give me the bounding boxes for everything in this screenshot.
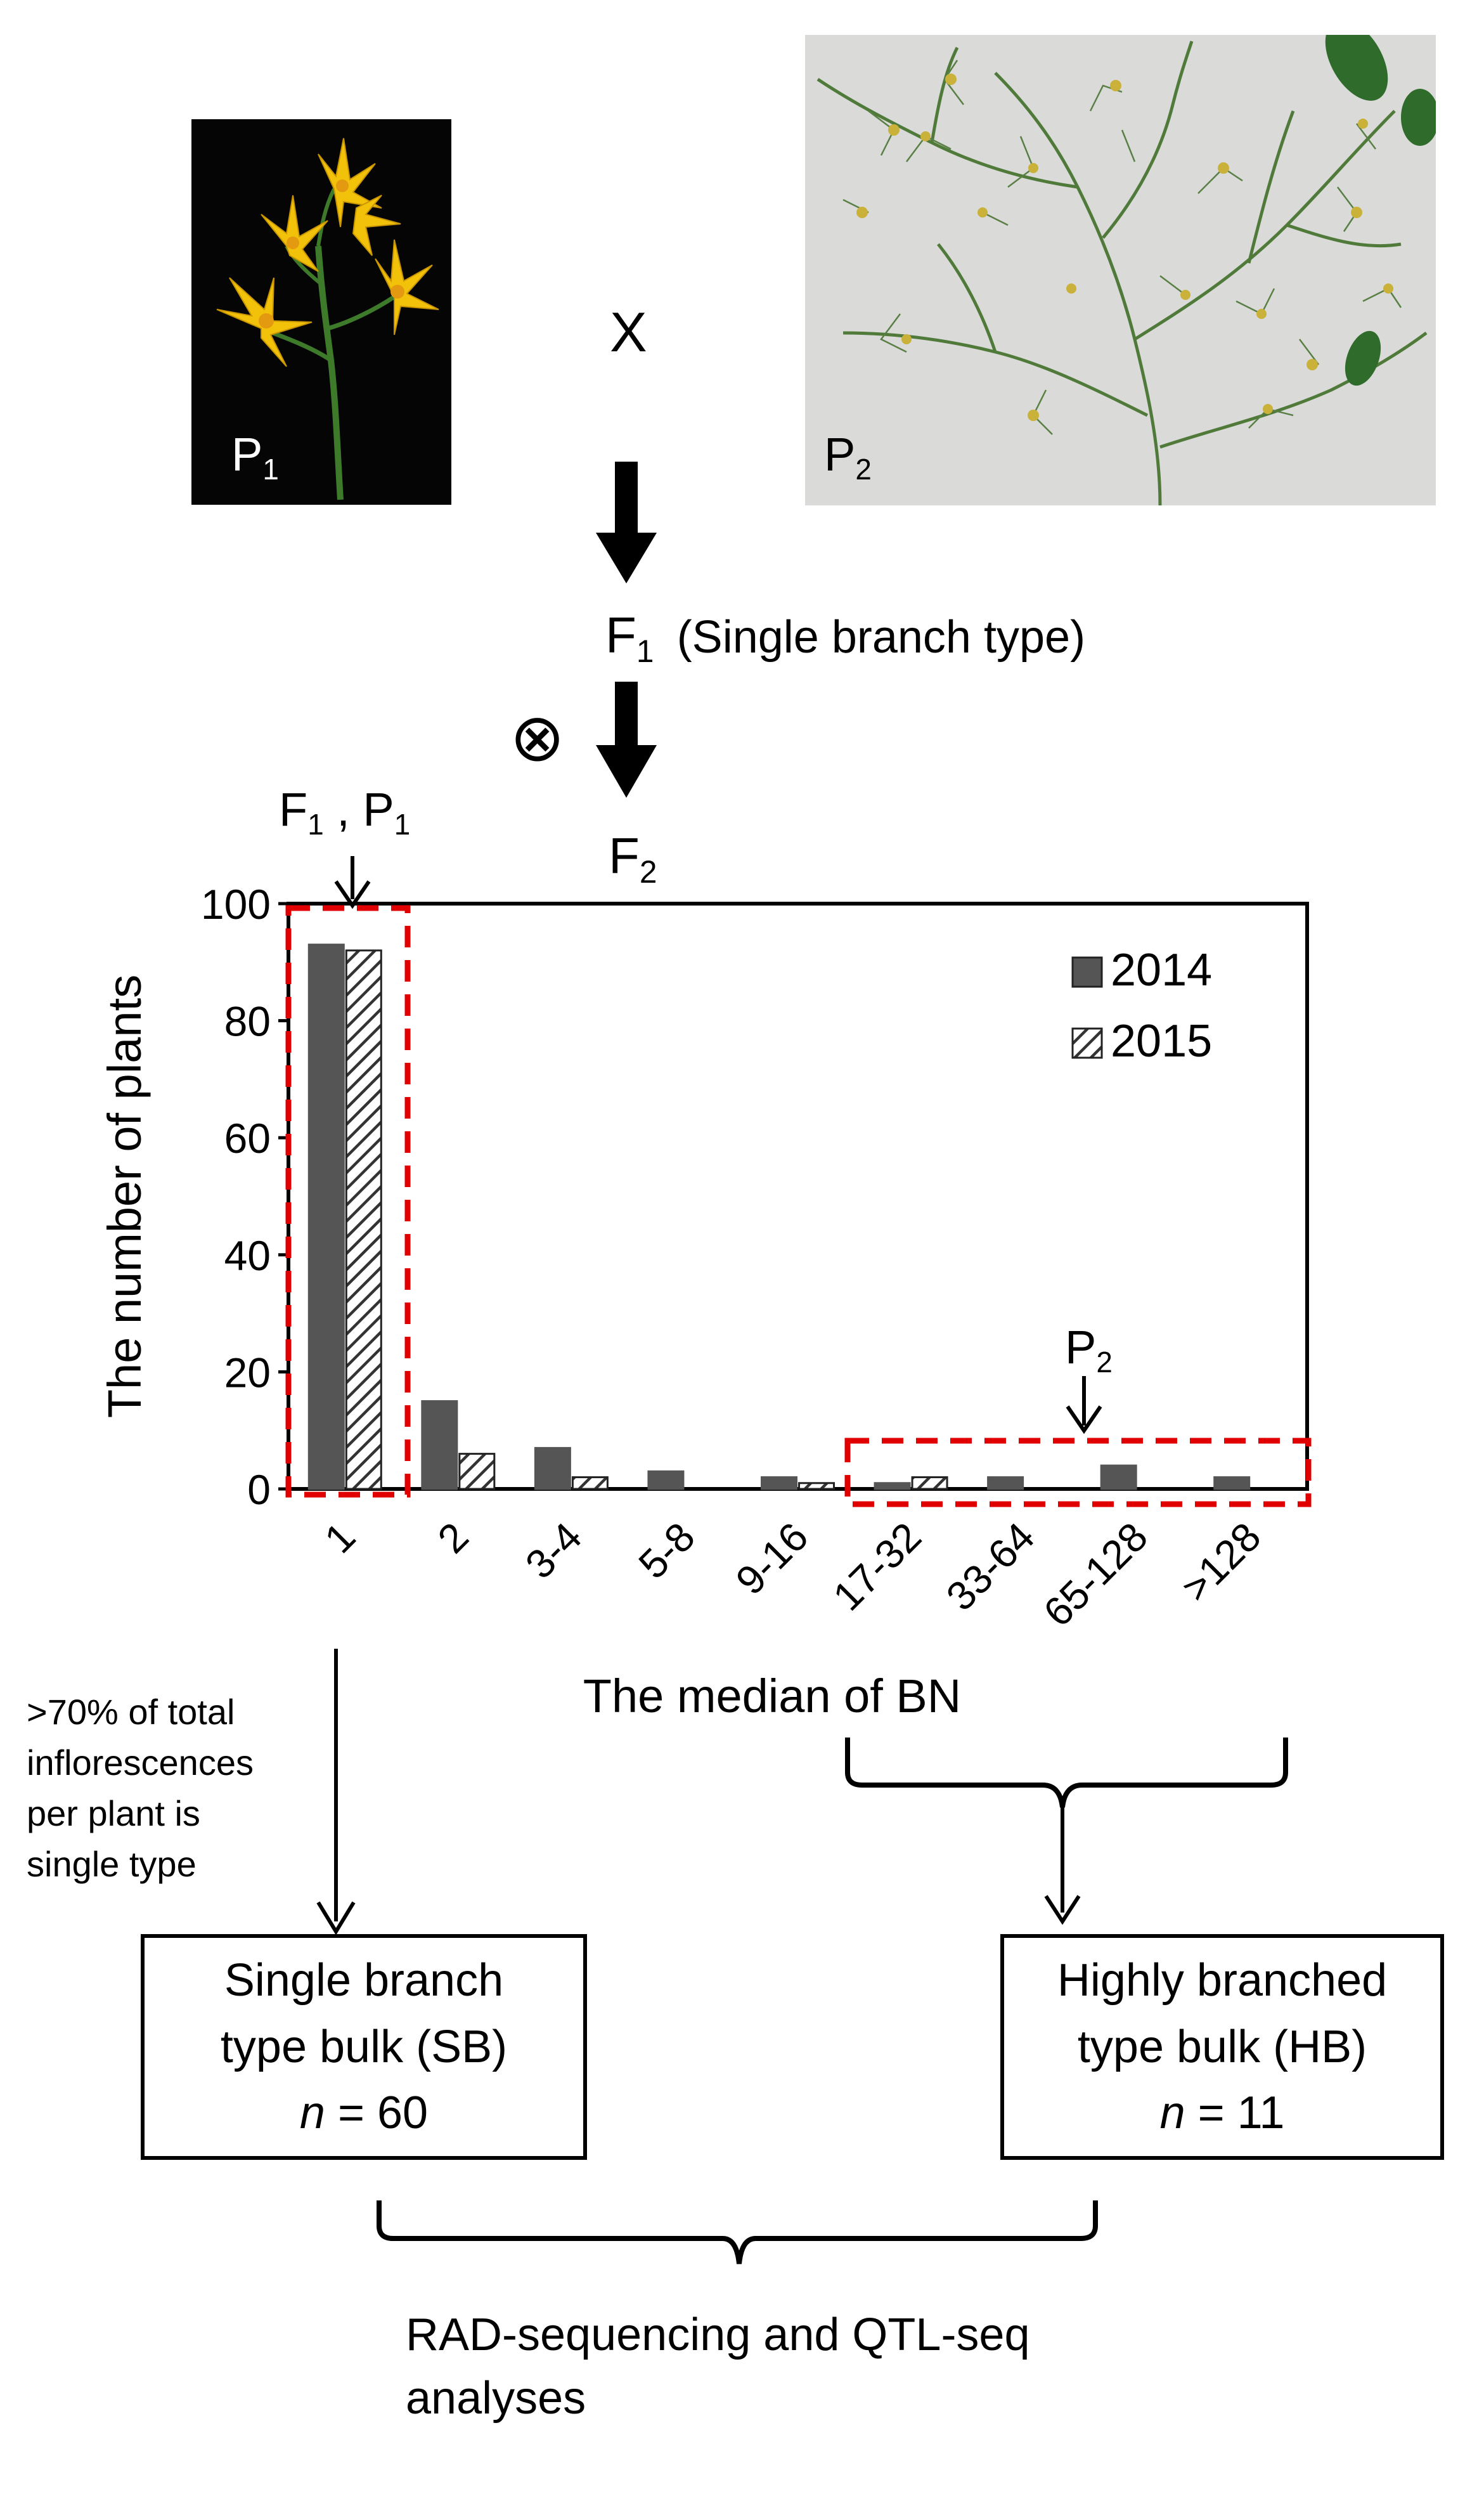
hb-line-1: Highly branched xyxy=(1057,1955,1388,2006)
x-tick-label: >128 xyxy=(1173,1514,1270,1611)
p2-label: P2 xyxy=(824,431,872,484)
bar-2014-3-4 xyxy=(534,1446,571,1490)
annot-p2-letter: P xyxy=(1065,1321,1097,1374)
arrow-to-hb-bulk xyxy=(1044,1807,1081,1925)
bar-2014-33-64 xyxy=(987,1476,1024,1490)
hb-count: n = 11 xyxy=(1160,2080,1285,2146)
x-tick-label: 5-8 xyxy=(630,1514,704,1587)
bar-2015-17-32 xyxy=(911,1476,948,1490)
annot-sep: , xyxy=(323,783,363,836)
y-tick-label: 100 xyxy=(201,881,271,928)
p2-letter: P xyxy=(824,428,856,481)
selection-note-line-3: per plant is xyxy=(27,1793,200,1833)
selection-note: >70% of total inflorescences per plant i… xyxy=(27,1687,254,1890)
selection-note-line-1: >70% of total xyxy=(27,1692,235,1732)
p2-subscript: 2 xyxy=(855,452,872,486)
analysis-line-2: analyses xyxy=(406,2373,586,2424)
hb-n-value: = 11 xyxy=(1185,2088,1285,2139)
x-tick-label: 2 xyxy=(429,1514,477,1562)
arrow-to-f2 xyxy=(596,682,657,798)
highly-branched-inflorescence-illustration xyxy=(805,35,1436,505)
bar-2015-9-16 xyxy=(798,1482,835,1490)
bar-2014-17-32 xyxy=(874,1482,911,1490)
hb-n-symbol: n xyxy=(1159,2088,1185,2139)
y-tick-label: 40 xyxy=(224,1232,271,1279)
bar-2014-5-8 xyxy=(647,1470,685,1490)
arrow-to-f1 xyxy=(596,462,657,583)
single-inflorescence-illustration xyxy=(216,138,439,500)
sb-count: n = 60 xyxy=(300,2080,428,2146)
x-tick-label: 65-128 xyxy=(1035,1514,1156,1635)
highly-branched-highlight xyxy=(844,1438,1312,1507)
bar-2014-1 xyxy=(307,944,345,1490)
x-tick-label: 1 xyxy=(316,1514,364,1562)
bar-2014-9-16 xyxy=(761,1476,797,1490)
annot-p2-sub: 2 xyxy=(1096,1345,1113,1379)
legend-label-2014: 2014 xyxy=(1111,945,1212,996)
p1-photo xyxy=(191,119,451,505)
y-tick-label: 80 xyxy=(224,998,271,1045)
hb-line-2: type bulk (HB) xyxy=(1077,2021,1367,2072)
bar-2014-65-128 xyxy=(1100,1464,1137,1490)
annot-f: F xyxy=(279,783,308,836)
plot-area xyxy=(287,902,1309,1491)
sb-n-symbol: n xyxy=(299,2088,325,2139)
f1-subscript: 1 xyxy=(636,633,654,669)
single-branch-highlight xyxy=(285,905,411,1498)
p1-label: P1 xyxy=(231,431,279,484)
bar-2015-1 xyxy=(345,949,382,1490)
f1-p1-annotation: F1 , P1 xyxy=(279,786,410,840)
x-tick-label: 3-4 xyxy=(517,1514,590,1587)
selfing-symbol: ⊗ xyxy=(510,701,565,775)
y-tick-label: 60 xyxy=(224,1115,271,1162)
analysis-line-1: RAD-sequencing and QTL-seq xyxy=(406,2309,1030,2360)
arrow-to-sb-bulk xyxy=(316,1649,356,1935)
x-axis-label: The median of BN xyxy=(583,1670,961,1722)
p1-letter: P xyxy=(231,428,263,481)
f1-label: F1 (Single branch type) xyxy=(605,610,1085,667)
bulk-merge-brace xyxy=(377,2200,1098,2264)
legend-label-2015: 2015 xyxy=(1111,1016,1212,1067)
cross-symbol: X xyxy=(610,301,647,363)
p2-photo xyxy=(805,35,1436,505)
annot-p: P xyxy=(363,783,394,836)
bar-2015-3-4 xyxy=(571,1476,609,1490)
f1-letter: F xyxy=(605,607,636,663)
bar-2014->128 xyxy=(1213,1476,1251,1490)
legend-swatch-2014 xyxy=(1071,956,1103,988)
x-tick-label: 17-32 xyxy=(824,1514,930,1620)
f2-subscript: 2 xyxy=(639,854,657,890)
sb-n-value: = 60 xyxy=(325,2088,429,2139)
selection-note-line-2: inflorescences xyxy=(27,1743,254,1783)
f1-description: (Single branch type) xyxy=(676,612,1086,663)
sb-line-2: type bulk (SB) xyxy=(220,2021,508,2072)
legend-swatch-2015 xyxy=(1071,1027,1103,1059)
f2-label: F2 xyxy=(609,831,657,888)
bar-2014-2 xyxy=(421,1400,458,1490)
annot-f-sub: 1 xyxy=(307,807,324,841)
hb-bulk-box: Highly branched type bulk (HB) n = 11 xyxy=(1000,1934,1444,2160)
y-tick-label: 20 xyxy=(224,1349,271,1396)
analysis-text: RAD-sequencing and QTL-seq analyses xyxy=(406,2303,1030,2430)
x-tick-label: 9-16 xyxy=(727,1514,816,1603)
f2-letter: F xyxy=(609,828,640,884)
arrow-to-p2-bar xyxy=(1066,1376,1102,1434)
annot-p-sub: 1 xyxy=(394,807,411,841)
selection-note-line-4: single type xyxy=(27,1844,197,1884)
x-tick-label: 33-64 xyxy=(938,1514,1043,1620)
sb-line-1: Single branch xyxy=(224,1955,504,2006)
y-tick-label: 0 xyxy=(247,1466,271,1513)
p1-subscript: 1 xyxy=(262,452,279,486)
sb-bulk-box: Single branch type bulk (SB) n = 60 xyxy=(141,1934,587,2160)
y-axis-label: The number of plants xyxy=(98,975,151,1418)
p2-chart-annotation: P2 xyxy=(1065,1324,1113,1377)
bar-2015-2 xyxy=(458,1453,496,1490)
